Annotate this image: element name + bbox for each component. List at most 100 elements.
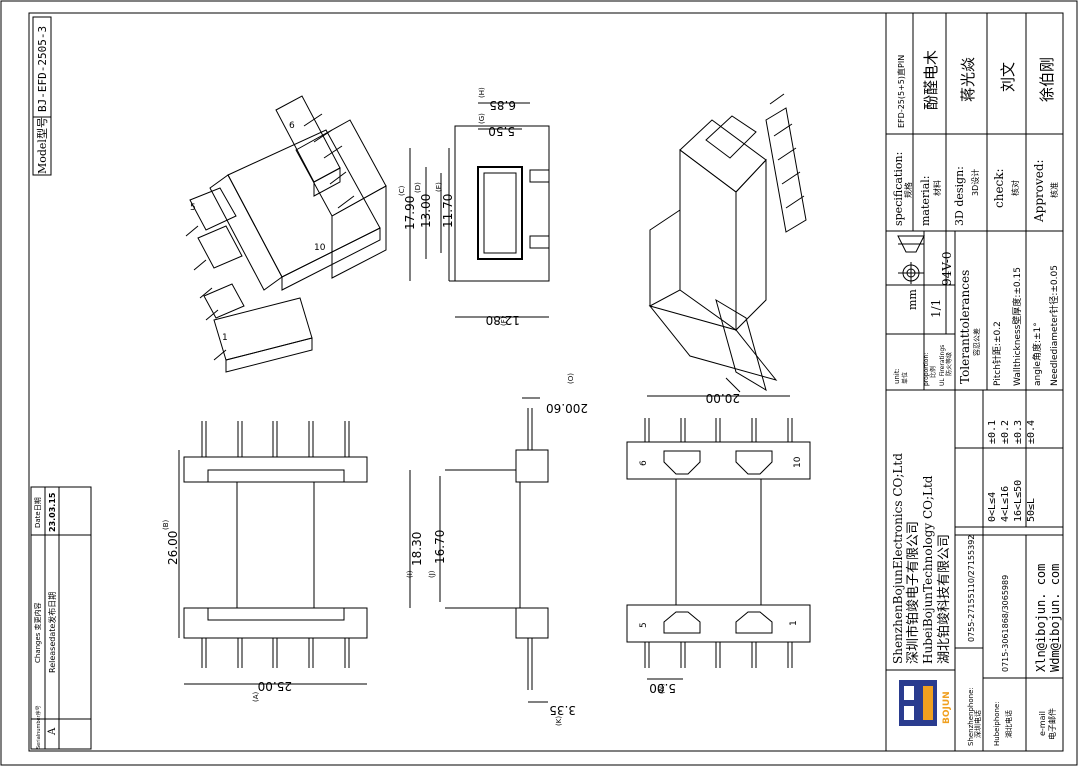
- change-log-table: Serialnumber序号 Changes 变更内容 Date日期 A Rel…: [30, 486, 92, 750]
- tol-2: ±0.2: [1000, 420, 1011, 444]
- dim-j: 16.70: [433, 530, 447, 564]
- changes-header: Changes 变更内容: [33, 602, 42, 663]
- tolerances-sub: 容忍公差: [972, 328, 981, 356]
- proportion-value: 1/1: [929, 299, 943, 318]
- unit-value: mm: [906, 289, 919, 310]
- dim-c: 17.90: [403, 196, 417, 230]
- change-entry: Releasedate发布日期: [47, 592, 57, 673]
- dim-e-tag: (E): [435, 182, 443, 192]
- range-2: 4<L≤16: [1000, 486, 1011, 522]
- dim-n-tag: (N): [658, 683, 666, 694]
- spec-needle: Needlediameter针径:±0.05: [1048, 265, 1060, 386]
- sz-phone-sub: 深圳电话: [973, 710, 982, 738]
- unit-label: unit:: [893, 368, 901, 384]
- proportion-sub: 比例: [929, 366, 937, 378]
- tol-3: ±0.3: [1013, 420, 1024, 444]
- design-value: 蒋光焱: [959, 57, 977, 102]
- iso-pin-5: 5: [190, 203, 196, 213]
- dim-i: 18.30: [410, 532, 424, 566]
- approved-sub: 核准: [1049, 182, 1059, 198]
- hb-phone-value: 0715-3061868/3065989: [1001, 575, 1010, 672]
- dim-e: 11.70: [441, 194, 455, 228]
- tol-1: ±0.1: [987, 420, 998, 444]
- projection-symbol-icon: [897, 235, 925, 284]
- dim-h: 6.85: [489, 98, 516, 112]
- dim-d: 13.00: [419, 194, 433, 228]
- email-label: e-mail: [1038, 711, 1047, 736]
- hb-phone-label: Hubeiphone:: [993, 701, 1001, 746]
- dim-d-tag: (D): [414, 182, 422, 193]
- email-sub: 电子邮件: [1047, 708, 1057, 740]
- material-value: 酚醛电木: [922, 50, 940, 110]
- company-cn-2: 湖北铂竣科技有限公司: [936, 534, 952, 664]
- email-1: Xln@ibojun. com: [1034, 564, 1048, 672]
- model-box: Model型号 BJ-EFD-2505-3: [32, 16, 52, 176]
- model-value: BJ-EFD-2505-3: [36, 26, 49, 112]
- approved-label: Approved:: [1032, 159, 1046, 223]
- range-4: 50≤L: [1026, 498, 1037, 522]
- sz-phone-value: 0755-27155110/27155392: [967, 535, 976, 642]
- check-sub: 核对: [1010, 180, 1020, 196]
- dim-o: 200.60: [546, 401, 588, 415]
- front-view: [178, 421, 368, 685]
- range-3: 16<L≤50: [1013, 480, 1024, 522]
- company-en-1: ShenzhenBojunElectronics CO;Ltd: [891, 453, 905, 664]
- serial-a: A: [47, 727, 58, 736]
- spec-sub: 规格: [903, 182, 913, 198]
- side-view: [409, 397, 549, 703]
- spec-wall: Wallthickness壁厚度:±0.15: [1011, 267, 1023, 386]
- email-2: Wdm@ibojun. com: [1048, 564, 1062, 672]
- cross-section-view: [409, 102, 550, 318]
- proportion-label: proportion:: [923, 353, 930, 386]
- isometric-view-right: [648, 93, 807, 393]
- dim-k-tag: (K): [555, 716, 563, 726]
- bottom-view: [626, 395, 811, 680]
- design-label: 3D design:: [953, 166, 966, 226]
- serial-header: Serialnumber序号: [35, 705, 42, 749]
- logo-text: BOJUN: [942, 691, 952, 724]
- sz-phone-label: Shenzhenphone:: [967, 687, 975, 746]
- iso-pin-10: 10: [314, 243, 326, 253]
- iso-pin-6: 6: [289, 121, 295, 131]
- title-block: [885, 12, 1064, 752]
- spec-angle: angle角度:±1°: [1031, 322, 1043, 386]
- company-cn-1: 深圳市铂竣电子有限公司: [905, 521, 921, 664]
- dim-j-tag: (J): [428, 570, 436, 578]
- dim-m: 20.00: [706, 391, 740, 405]
- ul-sub: 防火等级: [945, 352, 953, 376]
- bottom-pin-1: 1: [789, 620, 799, 626]
- company-en-2: HubeiBojunTechnology CO;Ltd: [921, 475, 935, 664]
- material-sub: 材料: [932, 180, 942, 196]
- hb-phone-sub: 湖北电话: [1004, 710, 1013, 738]
- design-sub: 3D设计: [970, 169, 980, 196]
- bottom-pin-5: 5: [639, 622, 649, 628]
- ul-label: UL Fireratings: [939, 345, 946, 386]
- dim-a-tag: (A): [252, 691, 260, 702]
- bottom-pin-6: 6: [639, 460, 649, 466]
- isometric-view-left: [185, 95, 387, 373]
- dim-h-tag: (H): [478, 87, 486, 98]
- bojun-logo-icon: BOJUN: [899, 680, 952, 726]
- iso-pin-1: 1: [222, 333, 228, 343]
- range-1: 0<L≤4: [987, 492, 998, 522]
- spec-pitch: Pitch针距:±0.2: [991, 321, 1003, 386]
- check-value: 刘文: [999, 62, 1017, 92]
- tolerances-label: Toleranttolerances: [958, 270, 972, 384]
- model-label: Model型号: [35, 117, 49, 174]
- dim-b: 26.00: [166, 531, 180, 565]
- dim-i-tag: (I): [406, 570, 414, 578]
- material-label: material:: [919, 176, 932, 226]
- spec-value: EFD-25(5+5)直PIN: [896, 55, 906, 128]
- unit-sub: 单位: [901, 372, 909, 384]
- dim-n: 5.00: [649, 681, 676, 695]
- dim-g: 5.50: [488, 124, 515, 138]
- dim-a: 25.00: [258, 679, 292, 693]
- date-header: Date日期: [34, 497, 42, 528]
- tol-4: ±0.4: [1026, 420, 1037, 444]
- approved-value: 徐伯刚: [1038, 57, 1056, 102]
- dim-g-tag: (G): [478, 113, 486, 124]
- bottom-pin-10: 10: [793, 456, 803, 468]
- dim-f-tag: (F): [500, 316, 508, 326]
- dim-o-tag: (O): [567, 373, 575, 384]
